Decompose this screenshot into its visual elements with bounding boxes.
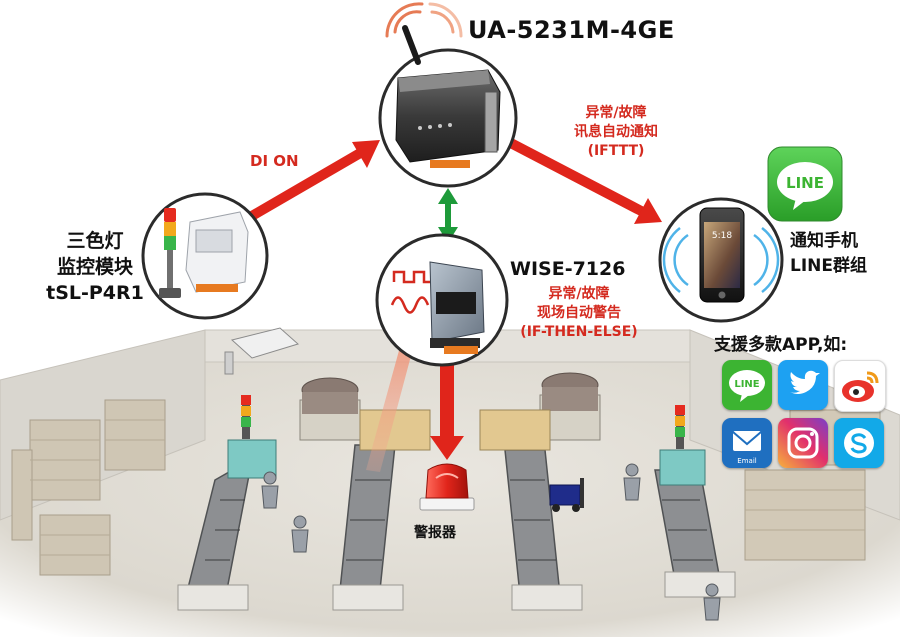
factory-tower-light (241, 395, 685, 449)
gateway-note-line-1: 异常/故障 (585, 105, 647, 121)
wise-device (375, 233, 509, 367)
line-app-icon: LINE (722, 360, 772, 410)
tower-module-label: 三色灯 监控模块 tSL-P4R1 (40, 228, 150, 306)
alarm-arrow (430, 360, 464, 460)
alarm-siren-icon (419, 463, 475, 511)
wise-note-line-3: (IF-THEN-ELSE) (520, 324, 638, 340)
tower-label-line-1: 三色灯 (66, 230, 124, 252)
line-logo-text: LINE (786, 174, 824, 192)
twitter-app-icon (778, 360, 828, 410)
email-app-text: Email (737, 457, 756, 465)
di-on-arrow (242, 140, 380, 225)
wireless-signal-icon (385, 2, 463, 38)
phone-clock: 5:18 (712, 231, 732, 241)
gateway-note: 异常/故障 讯息自动通知 (IFTTT) (560, 104, 672, 161)
wise-model-title: WISE-7126 (510, 258, 626, 280)
wise-note: 异常/故障 现场自动警告 (IF-THEN-ELSE) (504, 285, 654, 342)
phone-label-line-2: LINE群组 (790, 256, 867, 276)
forklift-icon (549, 478, 584, 512)
line-app-text: LINE (734, 379, 759, 390)
cctv-camera-icon (224, 327, 299, 375)
di-on-label: DI ON (250, 152, 299, 170)
phone-label: 通知手机 LINE群组 (790, 229, 867, 279)
alarm-label: 警报器 (414, 525, 456, 541)
tower-module-device (141, 192, 269, 320)
phone-label-line-1: 通知手机 (790, 231, 858, 251)
tower-label-line-2: 监控模块 (56, 256, 133, 278)
skype-app-icon (834, 418, 884, 468)
wise-note-line-2: 现场自动警告 (537, 305, 621, 321)
notify-arrow (502, 135, 662, 224)
apps-title: 支援多款APP,如: (714, 335, 848, 355)
instagram-app-icon (778, 418, 828, 468)
gateway-note-line-3: (IFTTT) (587, 143, 645, 159)
weibo-app-icon (834, 360, 886, 412)
tower-label-line-3: tSL-P4R1 (46, 282, 144, 304)
gateway-note-line-2: 讯息自动通知 (574, 124, 658, 140)
factory-floor (0, 327, 900, 637)
wise-note-line-1: 异常/故障 (548, 286, 610, 302)
gateway-model-title: UA-5231M-4GE (468, 16, 675, 44)
phone-device: 5:18 (658, 197, 784, 323)
email-app-icon: Email (722, 418, 772, 468)
gateway-device (378, 25, 518, 188)
line-logo-icon: LINE (767, 146, 843, 222)
